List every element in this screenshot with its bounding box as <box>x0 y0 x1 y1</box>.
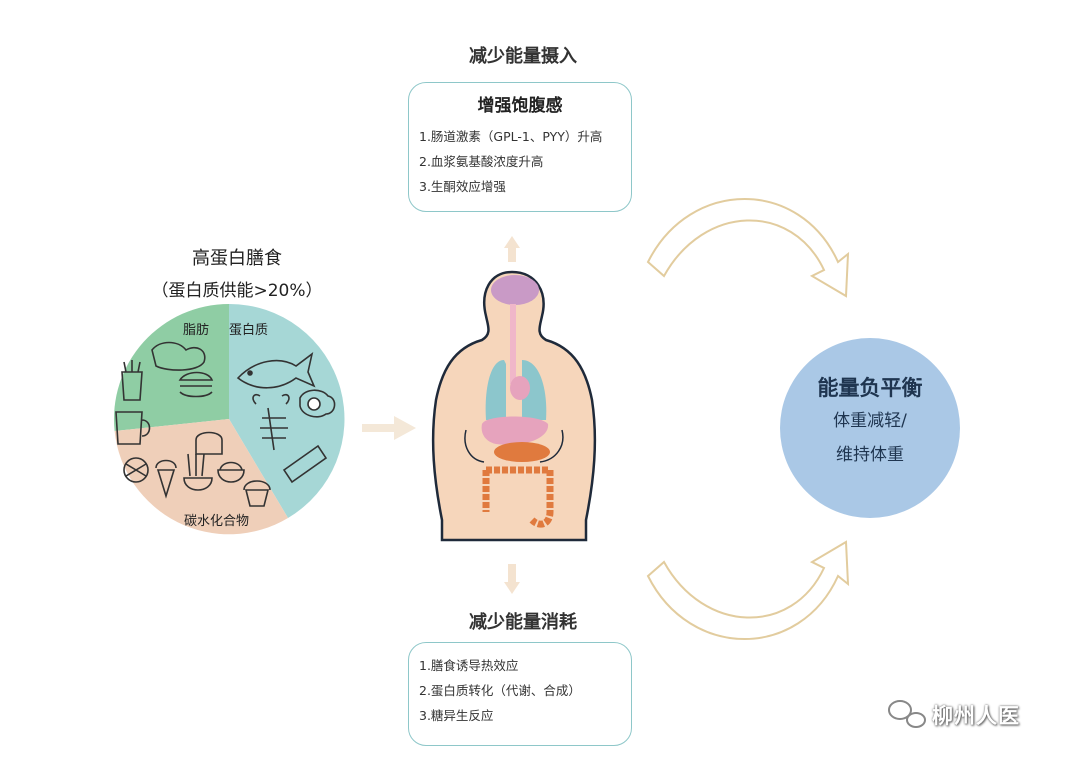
pie-to-body-arrow <box>362 416 416 440</box>
result-circle <box>780 338 960 518</box>
noodle-icon <box>183 453 213 491</box>
diet-subtitle: （蛋白质供能>20%） <box>151 281 323 301</box>
expenditure-box: 1.膳食诱导热效应 2.蛋白质转化（代谢、合成） 3.糖异生反应 <box>408 642 632 746</box>
heart <box>510 376 530 400</box>
result-label: 能量负平衡 体重减轻/ 维持体重 <box>780 338 960 518</box>
rice-bowl-icon <box>217 461 245 483</box>
watermark-text: 柳州人医 <box>932 704 1020 728</box>
intake-item: 3.生酮效应增强 <box>419 179 506 194</box>
burger-icon <box>178 371 214 398</box>
fish-icon <box>236 352 316 389</box>
expenditure-item: 3.糖异生反应 <box>419 708 494 723</box>
beer-icon <box>115 411 151 445</box>
pie-segment-fat <box>113 304 229 431</box>
fries-icon <box>121 360 143 401</box>
diet-title: 高蛋白膳食 <box>192 248 282 269</box>
intake-list: 1.肠道激素（GPL-1、PYY）升高 2.血浆氨基酸浓度升高 3.生酮效应增强 <box>409 124 631 199</box>
fat-label: 脂肪 <box>183 323 210 338</box>
body-silhouette <box>431 270 597 542</box>
carbs-label: 碳水化合物 <box>184 514 250 529</box>
result-title: 能量负平衡 <box>817 376 923 400</box>
up-arrow <box>504 236 520 262</box>
intake-item: 1.肠道激素（GPL-1、PYY）升高 <box>419 129 603 144</box>
diet-pie-chart <box>113 303 345 535</box>
ice-cream-icon <box>155 459 177 499</box>
waffle-icon <box>123 457 149 483</box>
expenditure-item: 1.膳食诱导热效应 <box>419 658 519 673</box>
brain <box>491 275 539 305</box>
pie-segment-carbs <box>114 419 288 535</box>
stomach <box>481 416 549 445</box>
lobster-icon <box>252 393 290 451</box>
curved-arrow-bottom <box>646 540 850 640</box>
expenditure-title: 减少能量消耗 <box>469 612 577 633</box>
bread-icon <box>195 431 223 455</box>
chicken-icon <box>151 341 206 371</box>
wechat-icon <box>888 700 926 728</box>
meat-icon <box>282 444 328 484</box>
pancreas <box>494 442 550 462</box>
intake-title: 减少能量摄入 <box>469 46 577 67</box>
expenditure-list: 1.膳食诱导热效应 2.蛋白质转化（代谢、合成） 3.糖异生反应 <box>409 653 631 728</box>
curved-arrow-top <box>646 198 850 298</box>
intake-box: 增强饱腹感 1.肠道激素（GPL-1、PYY）升高 2.血浆氨基酸浓度升高 3.… <box>408 82 632 212</box>
down-arrow <box>504 564 520 594</box>
result-line1: 体重减轻/ <box>833 411 907 431</box>
intake-item: 2.血浆氨基酸浓度升高 <box>419 154 544 169</box>
lungs <box>485 360 506 420</box>
muffin-icon <box>243 480 271 507</box>
egg-icon <box>299 389 336 418</box>
expenditure-item: 2.蛋白质转化（代谢、合成） <box>419 683 581 698</box>
result-line2: 维持体重 <box>836 445 904 465</box>
watermark: 柳州人医 <box>888 700 1020 730</box>
human-body-figure <box>431 270 597 542</box>
protein-label: 蛋白质 <box>229 323 269 338</box>
satiety-heading: 增强饱腹感 <box>477 96 563 116</box>
intestine <box>482 466 554 528</box>
